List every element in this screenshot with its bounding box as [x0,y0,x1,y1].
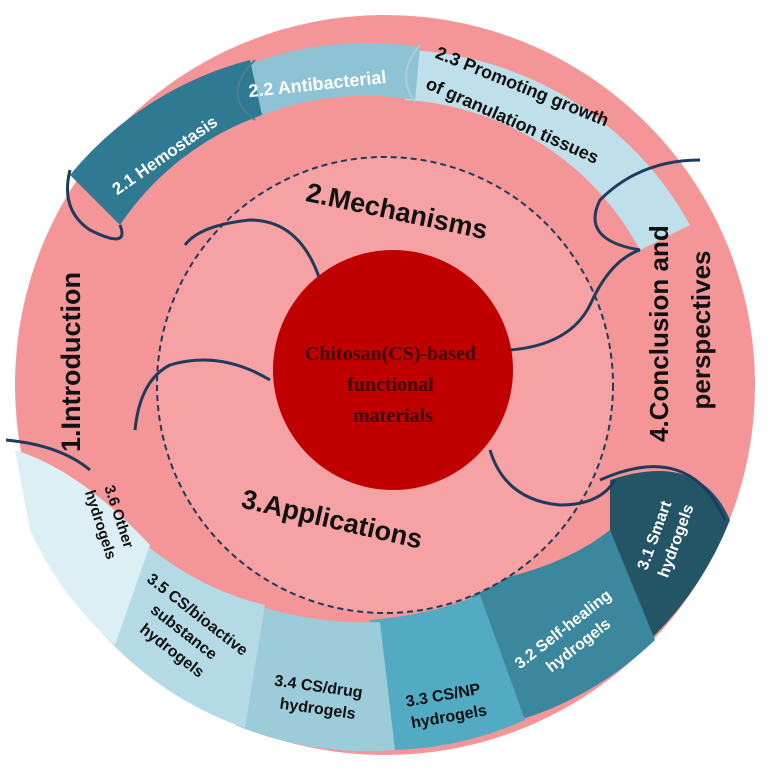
pinwheel-curve [509,248,641,352]
center-line: functional [347,374,434,396]
segment-cs-drug [235,605,395,752]
segment-smart [610,471,730,640]
divider-curve [66,169,124,241]
segment-hemostasis [70,60,262,225]
divider-curve [405,44,421,103]
center-label: Chitosan(CS)-based functional materials [305,343,481,427]
segment-cs-np [370,595,525,750]
conclusion-line: 4.Conclusion and [644,225,674,442]
section-label-introduction: 1.Introduction [56,272,86,452]
pinwheel-curve [183,218,322,281]
segment-other [15,450,150,645]
divider-curve [5,438,91,472]
center-circle [273,250,513,490]
section-label-conclusion: 4.Conclusion and perspectives [644,218,716,442]
conclusion-line: perspectives [686,251,716,410]
segment-antibacterial [230,42,420,118]
center-line: Chitosan(CS)-based [305,343,476,365]
segment-self-healing [470,530,655,720]
segment-cs-bioactive [95,540,265,728]
pinwheel-curve [133,358,271,431]
divider-curve [236,59,256,121]
segment-granulation [405,50,690,250]
divider-curve [593,158,701,252]
center-line: materials [353,405,433,427]
pinwheel-curve [488,449,617,507]
divider-curve [599,465,727,521]
